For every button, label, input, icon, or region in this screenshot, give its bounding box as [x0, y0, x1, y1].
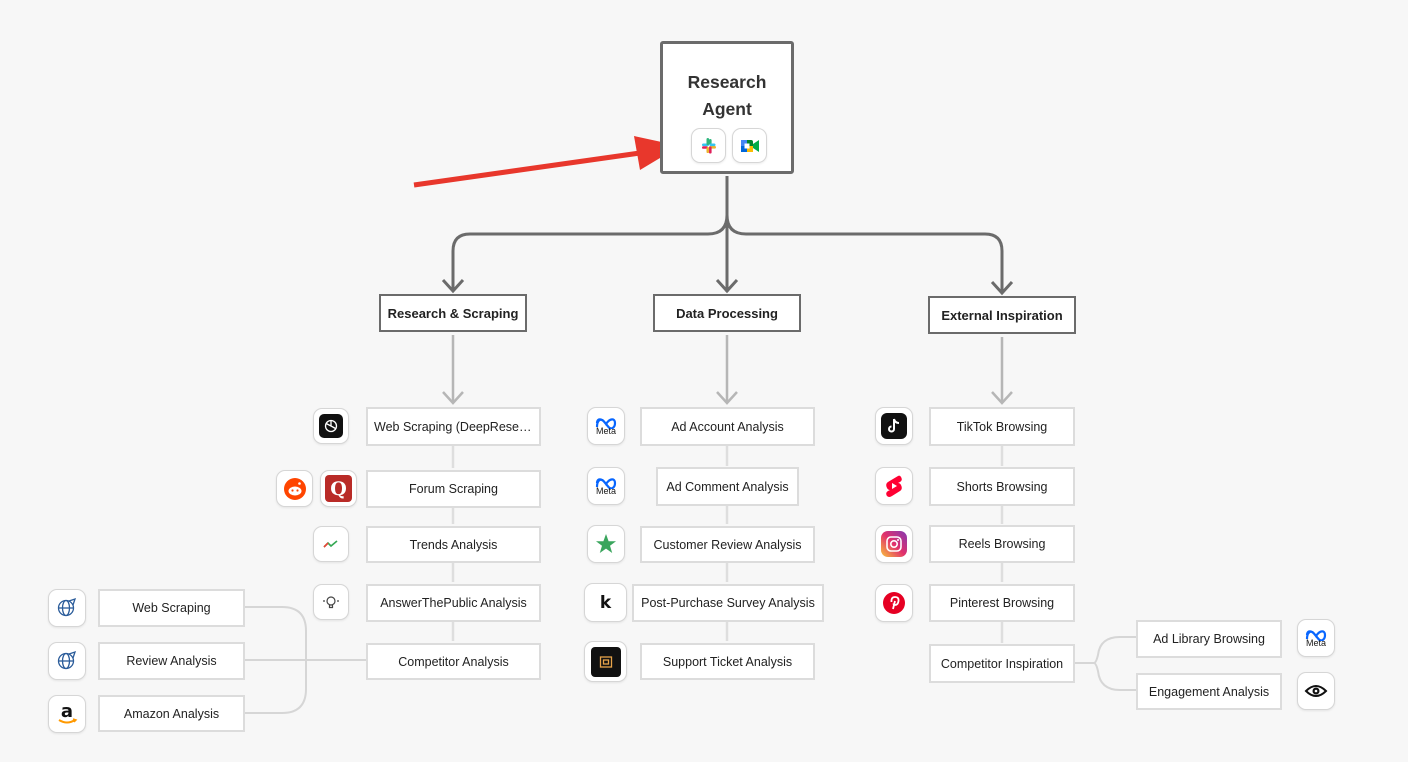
- node-forum-scraping[interactable]: Forum Scraping: [366, 470, 541, 508]
- column-connectors: [451, 446, 1004, 643]
- instagram-icon: [875, 525, 913, 563]
- node-ad-comment-analysis[interactable]: Ad Comment Analysis: [656, 467, 799, 506]
- competitor-inspiration-branches: [1074, 636, 1136, 691]
- node-pinterest-browsing[interactable]: Pinterest Browsing: [929, 584, 1075, 622]
- node-competitor-analysis[interactable]: Competitor Analysis: [366, 643, 541, 680]
- category-arrows: [442, 335, 1013, 405]
- slack-icon: [691, 128, 726, 163]
- node-customer-review-analysis[interactable]: Customer Review Analysis: [640, 526, 815, 563]
- meta-wordmark: Meta: [595, 485, 616, 496]
- node-amazon-analysis[interactable]: Amazon Analysis: [98, 695, 245, 732]
- node-engagement-analysis[interactable]: Engagement Analysis: [1136, 673, 1282, 710]
- klaviyo-icon: k: [584, 583, 627, 622]
- trustpilot-star-icon: [587, 525, 625, 563]
- meta-wordmark: Meta: [1305, 637, 1326, 648]
- youtube-shorts-icon: [875, 467, 913, 505]
- gorgias-icon: [584, 641, 627, 682]
- eye-icon: [1297, 672, 1335, 710]
- meta-icon: Meta: [1297, 619, 1335, 657]
- node-tiktok-browsing[interactable]: TikTok Browsing: [929, 407, 1075, 446]
- node-trends-analysis[interactable]: Trends Analysis: [366, 526, 541, 563]
- root-title-line1: Research: [687, 72, 767, 92]
- node-competitor-inspiration[interactable]: Competitor Inspiration: [929, 644, 1075, 683]
- category-data-processing[interactable]: Data Processing: [653, 294, 801, 332]
- meta-icon: Meta: [587, 467, 625, 505]
- node-support-ticket-analysis[interactable]: Support Ticket Analysis: [640, 643, 815, 680]
- node-web-scraping-deepresearch[interactable]: Web Scraping (DeepResea…: [366, 407, 541, 446]
- google-meet-icon: [732, 128, 767, 163]
- node-reels-browsing[interactable]: Reels Browsing: [929, 525, 1075, 563]
- quora-icon: Q: [320, 470, 357, 507]
- node-review-analysis[interactable]: Review Analysis: [98, 642, 245, 680]
- category-external-inspiration[interactable]: External Inspiration: [928, 296, 1076, 334]
- scraper-globe-icon: [48, 589, 86, 627]
- annotation-arrow: [413, 136, 680, 188]
- node-ad-account-analysis[interactable]: Ad Account Analysis: [640, 407, 815, 446]
- category-research-scraping[interactable]: Research & Scraping: [379, 294, 527, 332]
- meta-wordmark: Meta: [595, 425, 616, 436]
- research-agent-node[interactable]: Research Agent: [660, 41, 794, 174]
- amazon-icon: a: [48, 695, 86, 733]
- openai-icon: [313, 408, 349, 444]
- root-branches: [441, 176, 1014, 296]
- meta-icon: Meta: [587, 407, 625, 445]
- node-ad-library-browsing[interactable]: Ad Library Browsing: [1136, 620, 1282, 658]
- node-web-scraping[interactable]: Web Scraping: [98, 589, 245, 627]
- node-shorts-browsing[interactable]: Shorts Browsing: [929, 467, 1075, 506]
- node-post-purchase-survey-analysis[interactable]: Post-Purchase Survey Analysis: [632, 584, 824, 622]
- answerthepublic-icon: [313, 584, 349, 620]
- reddit-icon: [276, 470, 313, 507]
- scraper-globe-icon: [48, 642, 86, 680]
- root-title-line2: Agent: [702, 99, 752, 119]
- svg-text:a: a: [61, 701, 73, 722]
- google-trends-icon: [313, 526, 349, 562]
- node-answerthepublic-analysis[interactable]: AnswerThePublic Analysis: [366, 584, 541, 622]
- tiktok-icon: [875, 407, 913, 445]
- pinterest-icon: [875, 584, 913, 622]
- competitor-analysis-branches: [245, 606, 368, 714]
